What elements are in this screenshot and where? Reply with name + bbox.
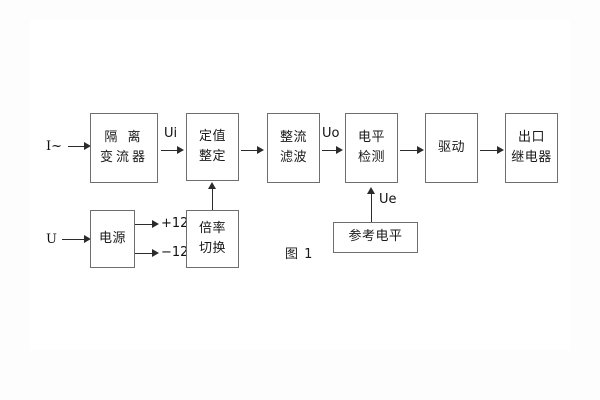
block-drive[interactable]: 驱动 bbox=[425, 113, 478, 183]
setting-to-rectify-arrowhead bbox=[257, 146, 264, 154]
input-current-line bbox=[68, 146, 88, 147]
figure-caption: 图 1 bbox=[285, 247, 314, 262]
block-drive-line1: 驱动 bbox=[437, 139, 465, 155]
block-power-supply-line1: 电源 bbox=[98, 230, 126, 246]
input-voltage-line bbox=[62, 239, 88, 240]
block-reference-level[interactable]: 参考电平 bbox=[333, 222, 418, 253]
block-ratio-switch[interactable]: 倍率 切换 bbox=[186, 210, 239, 268]
block-isolation-ct-line1: 隔 离 bbox=[104, 129, 144, 145]
ui-connector-line bbox=[161, 150, 179, 151]
block-level-detect[interactable]: 电平 检测 bbox=[345, 113, 398, 183]
ui-connector-arrowhead bbox=[177, 146, 184, 154]
block-level-detect-line2: 检测 bbox=[357, 150, 385, 165]
block-output-relay[interactable]: 出口 继电器 bbox=[505, 113, 558, 183]
ratio-to-setting-arrowhead bbox=[208, 182, 216, 189]
rail-negative-arrowhead bbox=[152, 249, 159, 257]
signal-uo-label: Uo bbox=[322, 126, 340, 141]
level-to-drive-line bbox=[400, 150, 419, 151]
block-rectify-filter-line2: 滤波 bbox=[279, 150, 307, 165]
uo-connector-arrowhead bbox=[336, 146, 343, 154]
block-level-detect-line1: 电平 bbox=[357, 129, 385, 145]
uo-connector-line bbox=[322, 150, 338, 151]
block-setting-line1: 定值 bbox=[198, 128, 226, 144]
rail-positive-line bbox=[135, 224, 154, 225]
block-rectify-filter-line1: 整流 bbox=[279, 129, 307, 145]
signal-ue-label: Ue bbox=[379, 192, 397, 207]
block-output-relay-line2: 继电器 bbox=[511, 150, 552, 165]
block-output-relay-line1: 出口 bbox=[517, 129, 545, 145]
input-voltage-arrowhead bbox=[84, 235, 91, 243]
rail-negative-line bbox=[135, 253, 154, 254]
block-setting-line2: 整定 bbox=[198, 149, 226, 164]
drive-to-output-line bbox=[480, 150, 499, 151]
reference-to-level-arrowhead bbox=[367, 187, 375, 194]
signal-ui-label: Ui bbox=[164, 126, 178, 141]
rail-positive-arrowhead bbox=[152, 220, 159, 228]
ratio-to-setting-line bbox=[212, 188, 213, 210]
block-isolation-ct-line2: 变流器 bbox=[99, 150, 148, 165]
block-rectify-filter[interactable]: 整流 滤波 bbox=[267, 113, 320, 183]
input-voltage-label: U bbox=[46, 232, 57, 247]
block-isolation-ct[interactable]: 隔 离 变流器 bbox=[90, 113, 158, 183]
block-ratio-switch-line1: 倍率 bbox=[198, 220, 226, 236]
input-current-label: I~ bbox=[46, 139, 63, 154]
level-to-drive-arrowhead bbox=[417, 146, 424, 154]
block-power-supply[interactable]: 电源 bbox=[90, 210, 135, 268]
diagram-panel bbox=[30, 20, 570, 350]
reference-to-level-line bbox=[371, 193, 372, 222]
block-setting[interactable]: 定值 整定 bbox=[186, 113, 239, 181]
input-current-arrowhead bbox=[84, 142, 91, 150]
block-reference-level-line1: 参考电平 bbox=[348, 229, 403, 245]
drive-to-output-arrowhead bbox=[497, 146, 504, 154]
setting-to-rectify-line bbox=[241, 150, 259, 151]
block-ratio-switch-line2: 切换 bbox=[198, 241, 226, 256]
